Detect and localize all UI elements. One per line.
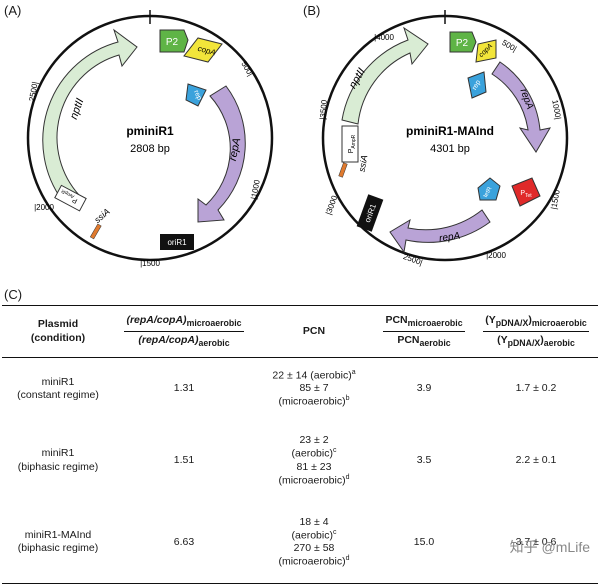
header-plasmid: Plasmid(condition) (2, 304, 114, 359)
orir1-label-a: oriR1 (167, 238, 187, 247)
plasmid-name-b: pminiR1-MAInd (406, 124, 494, 138)
header-repa-copa-ratio: (repA/copA)microaerobic (repA/copA)aerob… (114, 304, 254, 359)
tick-2500-a: 2500| (27, 81, 39, 102)
pampr-label-b: PAmpR (348, 134, 357, 153)
cell-pcn-ratio: 15.0 (374, 501, 474, 584)
orir1-box-b (356, 194, 384, 232)
tick-3000-b: |3000 (324, 194, 339, 216)
panel-label-b: (B) (303, 3, 321, 18)
panel-label-c: (C) (4, 287, 23, 302)
table-row: miniR1(biphasic regime) 1.51 23 ± 2(aerobi… (2, 420, 598, 502)
results-table: Plasmid(condition) (repA/copA)microaerob… (2, 304, 598, 584)
pampr-box-a (54, 184, 87, 212)
ptet-label-b: PTet (520, 190, 532, 199)
p2-label-a: P2 (166, 37, 179, 48)
repa-arrow-a (197, 85, 246, 223)
tick-4000-b: |4000 (374, 33, 394, 42)
ssia-box-a (89, 223, 102, 240)
cell-ratio: 6.63 (114, 501, 254, 584)
tick-1500-b: |1500 (549, 188, 561, 210)
cell-pcn-ratio: 3.5 (416, 454, 432, 466)
cell-yield-ratio: 2.2 ± 0.1 (515, 454, 557, 466)
rep-label-b: rep (471, 79, 482, 91)
cell-yield-ratio: 1.7 ± 0.2 (515, 382, 557, 395)
cell-pcn-ratio: 3.9 (416, 382, 432, 395)
header-pcn-ratio: PCNmicroaerobic PCNaerobic (374, 304, 474, 359)
copa-arrow-a (183, 37, 223, 63)
plasmid-map-a: nptII PAmpR repA P2 copA rep oriR1 ssiA … (26, 10, 274, 268)
cell-ratio: 1.31 (173, 382, 195, 395)
tick-2500-b: 2500| (402, 252, 424, 267)
copa-arrow-b (475, 39, 497, 63)
tick-2000-b: |2000 (486, 251, 506, 260)
rep-arrow-b (467, 71, 487, 99)
header-pcn: PCN (254, 304, 374, 359)
tick-3500-b: |3500 (318, 99, 329, 120)
panel-label-a: (A) (4, 3, 22, 18)
ssia-label-a: ssiA (92, 206, 111, 225)
tick-2000-a: |2000 (34, 203, 54, 212)
rep-label-a: rep (192, 89, 203, 101)
tetr-arrow-b (477, 177, 501, 201)
header-yield-ratio: (YpDNA/X)microaerobic (YpDNA/X)aerobic (474, 304, 598, 359)
pampr-box-b (341, 125, 359, 163)
ssia-label-b: ssiA (357, 154, 370, 172)
rep-arrow-a (185, 83, 207, 107)
repa-bottom-label-b: repA (438, 231, 461, 245)
repa-top-arrow-b (491, 61, 551, 153)
tick-1000-b: 1000| (550, 99, 562, 120)
cell-plasmid: miniR1(biphasic regime) (17, 447, 99, 473)
tetr-label-b: tetR (483, 186, 494, 199)
tick-500-b: 500| (500, 38, 518, 54)
plasmid-name-a: pminiR1 (126, 124, 174, 138)
cell-plasmid: miniR1(constant regime) (17, 375, 99, 401)
p2-label-b: P2 (456, 38, 469, 49)
table-header-row: Plasmid(condition) (repA/copA)microaerob… (2, 304, 598, 359)
plasmid-size-a: 2808 bp (130, 143, 170, 155)
ptet-box-b (511, 177, 541, 207)
tick-1000-a: |1000 (249, 178, 261, 200)
repa-label-a: repA (227, 137, 244, 162)
watermark: 知乎 @mLife (509, 539, 590, 555)
tick-1500-a: |1500 (140, 259, 160, 268)
repa-bottom-arrow-b (389, 209, 491, 254)
tick-500-a: 500| (239, 60, 255, 78)
p2-arrow-a (159, 29, 189, 53)
nptii-arrow-b (341, 26, 429, 125)
ssia-box-b (338, 162, 348, 178)
nptii-arrow-a (42, 28, 138, 201)
table-row: miniR1(constant regime) 1.31 22 ± 14 (aero… (2, 358, 598, 420)
plasmid-size-b: 4301 bp (430, 143, 470, 155)
cell-plasmid: miniR1-MAInd(biphasic regime) (2, 501, 114, 584)
nptii-label-a: nptII (68, 97, 87, 121)
cell-ratio: 1.51 (173, 454, 195, 466)
p2-arrow-b (449, 31, 477, 53)
plasmid-map-b: nptII PAmpR ssiA oriR1 P2 copA rep repA … (318, 10, 569, 267)
orir1-box-a (160, 234, 194, 250)
